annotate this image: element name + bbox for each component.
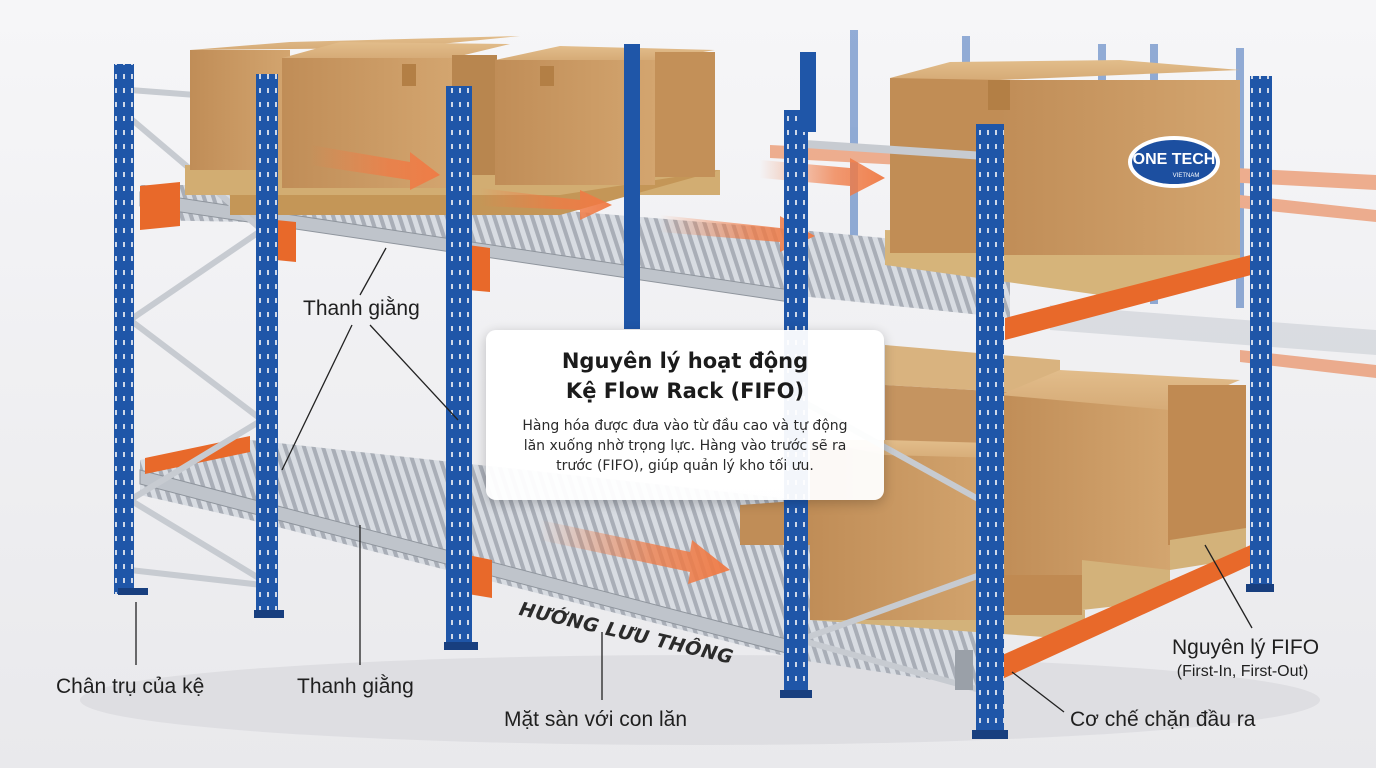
upper-orange-beam-left: [140, 182, 180, 230]
exit-stopper: [955, 650, 973, 690]
brand-logo: ONE TECH VIETNAM: [1128, 136, 1220, 188]
label-thanh-giang-bottom: Thanh giằng: [297, 675, 414, 698]
label-co-che-chan: Cơ chế chặn đầu ra: [1070, 708, 1256, 731]
brand-logo-text: ONE TECH: [1133, 151, 1216, 168]
info-card-body: Hàng hóa được đưa vào từ đầu cao và tự đ…: [522, 418, 848, 474]
info-card-title-line2: Kệ Flow Rack (FIFO): [565, 379, 805, 403]
lower-orange-beam-right: [1000, 540, 1262, 680]
label-fifo-subtitle: (First-In, First-Out): [1176, 663, 1309, 680]
callout-lines: [135, 247, 1253, 713]
orange-connector-1: [276, 220, 296, 262]
upper-orange-beam-right: [1005, 250, 1270, 340]
upper-rail-right: [805, 140, 985, 160]
label-mat-san: Mặt sàn với con lăn: [504, 708, 688, 731]
label-thanh-giang-top: Thanh giằng: [303, 297, 420, 320]
label-fifo: Nguyên lý FIFO (First-In, First-Out): [1172, 636, 1319, 681]
orange-connector-3: [468, 555, 492, 598]
flow-arrows: [310, 145, 885, 584]
blue-uprights: [114, 44, 1274, 739]
label-fifo-title: Nguyên lý FIFO: [1172, 636, 1320, 659]
floor-shadow: [80, 655, 1320, 745]
info-card: Nguyên lý hoạt động Kệ Flow Rack (FIFO) …: [486, 330, 884, 500]
label-chan-tru: Chân trụ của kệ: [56, 675, 205, 698]
lower-pallets-center: [740, 345, 1246, 640]
info-card-title-line1: Nguyên lý hoạt động: [561, 349, 809, 373]
orange-connector-2: [468, 245, 490, 292]
brand-logo-subtext: VIETNAM: [1173, 173, 1200, 179]
